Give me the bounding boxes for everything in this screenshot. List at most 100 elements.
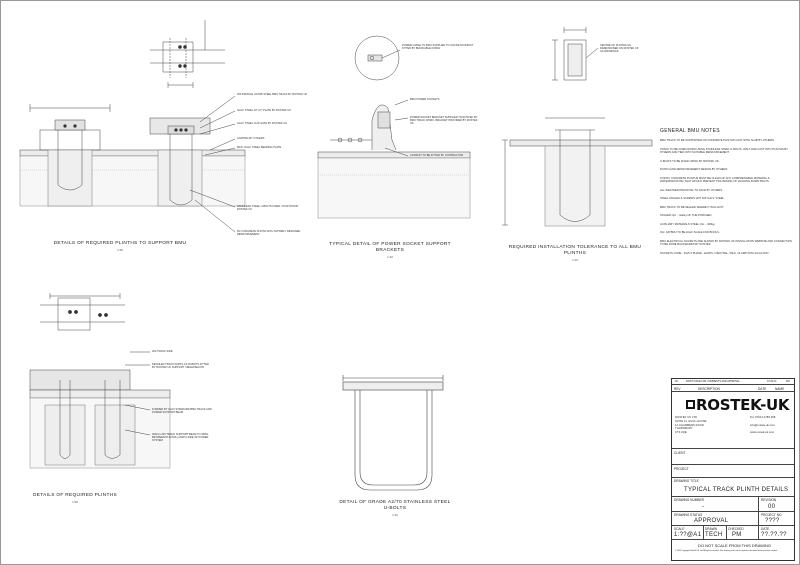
plinth-detail-lower <box>29 293 171 469</box>
annotation: STAINLESS STEEL U-BOLTS FIXED / POSITION… <box>237 205 299 212</box>
scale-row: SCALE 1:??@A1 DRAWN TECH CHECKED PM DATE… <box>672 526 794 540</box>
drawing-title-label: DRAWING TITLE <box>674 479 699 483</box>
note-item: BMU TRACK TO BE SUPPORTED ON CONCRETE PL… <box>660 139 775 142</box>
project-no-value: ???? <box>765 518 780 524</box>
date-label: DATE <box>758 386 767 391</box>
revision-label: REVISION <box>761 498 777 502</box>
disclaimer-text: DO NOT SCALE FROM THIS DRAWING <box>698 543 772 548</box>
client-label: CLIENT <box>674 451 686 455</box>
address-line: THORNBURY <box>675 426 693 431</box>
company-name: ROSTEK-UK <box>696 396 790 414</box>
socket-bracket-detail <box>317 99 471 219</box>
name-label: NAME <box>775 386 785 391</box>
logo-square-icon <box>686 400 695 409</box>
drawing-title-row: DRAWING TITLE TYPICAL TRACK PLINTH DETAI… <box>672 478 794 497</box>
address-line: 1A CHAMBERS ROAD <box>675 422 704 427</box>
caption-ubolts: DETAIL OF GRADE A2/70 STAINLESS STEEL U-… <box>339 500 451 511</box>
rostek-logo: ROSTEK-UK <box>686 396 790 414</box>
revision-history-row: 00 FIRST ISSUE FOR COMMENTS AND APPROVAL… <box>672 379 794 385</box>
annotation: 200 TRACK SIDE <box>152 350 173 353</box>
caption-scale: 1:10 <box>392 513 398 517</box>
annotation: POWER SOCKET BRACKET SUPPLIED TO ROSTEK … <box>410 116 478 126</box>
scale-value: 1:??@A1 <box>674 532 702 538</box>
plan-detail-top <box>150 20 225 88</box>
note-item: STAGED Opt. - Galley OF THE PORCHED. <box>660 214 713 217</box>
contact-email: info@rostek-uk.com <box>750 422 775 427</box>
caption-scale: 1:50 <box>117 248 123 252</box>
drawn-value: TECH <box>705 532 723 538</box>
caption-scale: 1:50 <box>72 500 78 504</box>
drawing-title: TYPICAL TRACK PLINTH DETAILS <box>684 487 789 493</box>
status-value: APPROVAL <box>694 518 729 524</box>
note-item: STEEL ANGLES & SCREWS HOT DIP GALV. STEE… <box>660 197 725 200</box>
date-value: ??.??.?? <box>761 532 787 538</box>
address-line: CT3 2QE <box>675 430 687 435</box>
address-line: ROSTEK UK LTD <box>675 415 698 419</box>
note-item: SOCKETS CODE - 3/4/5 3 PHASE - EARTH / N… <box>660 251 770 255</box>
plinth-bmu-detail <box>19 95 246 233</box>
company-contact: Tel: 07914 2786 368 info@rostek-uk.com w… <box>750 415 776 435</box>
general-notes: GENERAL BMU NOTES BMU TRACK TO BE SUPPOR… <box>660 128 792 260</box>
socket-enlarged-detail <box>354 35 401 81</box>
note-item: U-BOLTS TO BE FIXED USING BY ROSTEK UK. <box>660 159 720 163</box>
title-block: 00 FIRST ISSUE FOR COMMENTS AND APPROVAL… <box>671 378 795 561</box>
caption-plinths-bmu: DETAILS OF REQUIRED PLINTHS TO SUPPORT B… <box>53 241 187 246</box>
status-label: DRAWING STATUS <box>674 513 703 517</box>
note-item: BMU TRACK TO BE SEALED WHERE IT WILL EXI… <box>660 205 724 209</box>
project-no-label: PROJECT NO <box>761 513 782 517</box>
disclaimer-row: DO NOT SCALE FROM THIS DRAWING © 2023 Co… <box>672 540 794 562</box>
address-line: SUITE 11, EVOL HOUSE <box>675 418 707 423</box>
ubolt-detail <box>342 375 444 491</box>
company-address: ROSTEK UK LTD SUITE 11, EVOL HOUSE 1A CH… <box>675 415 707 435</box>
annotation: M16x GALV. STEEL BEARING PLATE <box>237 146 282 149</box>
annotation: BMU POWER SOCKETS <box>410 98 440 101</box>
note-item: AUXILIARY MATERIALS STEEL Opt. - 400kg. <box>660 222 716 226</box>
caption-scale: 1:10 <box>572 258 578 262</box>
annotation: CAPPING BY OTHERS <box>237 137 265 140</box>
checked-label: CHECKED <box>728 527 744 531</box>
client-row: CLIENT <box>672 449 794 465</box>
annotation: DETAILED TRACK PARTS OF ROBOTS FITTED BY… <box>152 363 209 370</box>
rev-cell: 00 <box>675 380 678 383</box>
rev-label: REV <box>674 386 681 391</box>
contact-website: www.rostek-uk.com <box>750 430 775 435</box>
annotation: RC CONCRETE PLINTH WITH SUITABLY DESIGNE… <box>237 230 301 237</box>
drawing-number: - <box>702 504 705 510</box>
rev-date-cell: 07.09.23 <box>767 380 777 383</box>
caption-socket: TYPICAL DETAIL OF POWER SOCKET SUPPORT B… <box>329 242 451 253</box>
annotation: POWER CABLE TO BMU SUPPLIED TO SOCKET/CO… <box>402 44 474 51</box>
note-item: TRACK TO BE FIXED DOWN USING STAINLESS S… <box>660 147 788 155</box>
scale-label: SCALE <box>674 527 685 531</box>
description-label: DESCRIPTION <box>698 386 720 391</box>
revision-value: 00 <box>768 504 776 510</box>
annotation: 200 PROFILE UC/UB/ STEEL BMU TRACK BY RO… <box>237 93 308 96</box>
annotation: FORMED BY GALV STANDARD BMU TRACK AND PO… <box>152 408 212 415</box>
annotation: GALV. STEEL 10" (2") PLATE BY ROSTEK UK <box>237 109 291 112</box>
note-item: Opt. GR BMU TO BE HALF SCALE FOR BOOLS. <box>660 231 720 234</box>
checked-value: PM <box>732 532 742 538</box>
note-item: FOR RC CONCRETE PLINTHS MUST BE CLEAN OF… <box>660 176 770 184</box>
general-notes-title: GENERAL BMU NOTES <box>660 128 720 134</box>
note-item: BMU ELECTRICAL SOCKETS ARE SHOWN BY ROST… <box>660 239 792 247</box>
annotation: 300mm 200 TRACK SUPPORT BEAM TO SPAN BET… <box>152 433 209 443</box>
caption-plinths: DETAILS OF REQUIRED PLINTHS <box>33 493 117 498</box>
note-item: PLINTH AND REINFORCEMENT DESIGN BY OTHER… <box>660 168 728 171</box>
drawn-label: DRAWN <box>705 527 717 531</box>
date-label: DATE <box>761 527 770 531</box>
contact-phone: Tel: 07914 2786 368 <box>750 415 776 419</box>
drawing-number-label: DRAWING NUMBER <box>674 498 704 502</box>
rev-name-cell: PM <box>786 380 790 383</box>
annotation: GALV. STEEL CLIP GATE BY ROSTEK UK <box>237 122 287 125</box>
project-row: PROJECT <box>672 465 794 478</box>
note-item: ALL WEATHER PROOFING TO FACE BY OTHERS. <box>660 188 723 192</box>
copyright-text: © 2023 Copyright Rostek UK Ltd. All righ… <box>675 550 778 552</box>
revision-header-row: REV DESCRIPTION DATE NAME <box>672 385 794 392</box>
annotation: CENTRE OF PLINTHS AS DIMENSIONED ON ROST… <box>600 44 639 54</box>
rev-description-cell: FIRST ISSUE FOR COMMENTS AND APPROVAL <box>686 380 740 383</box>
annotation: CONDUIT TO BE FITTED BY CONTRACTOR <box>410 154 464 157</box>
caption-scale: 1:10 <box>387 255 393 259</box>
company-panel: ROSTEK-UK ROSTEK UK LTD SUITE 11, EVOL H… <box>672 392 794 449</box>
project-label: PROJECT <box>674 467 689 471</box>
caption-tolerance: REQUIRED INSTALLATION TOLERANCE TO ALL B… <box>508 245 642 256</box>
